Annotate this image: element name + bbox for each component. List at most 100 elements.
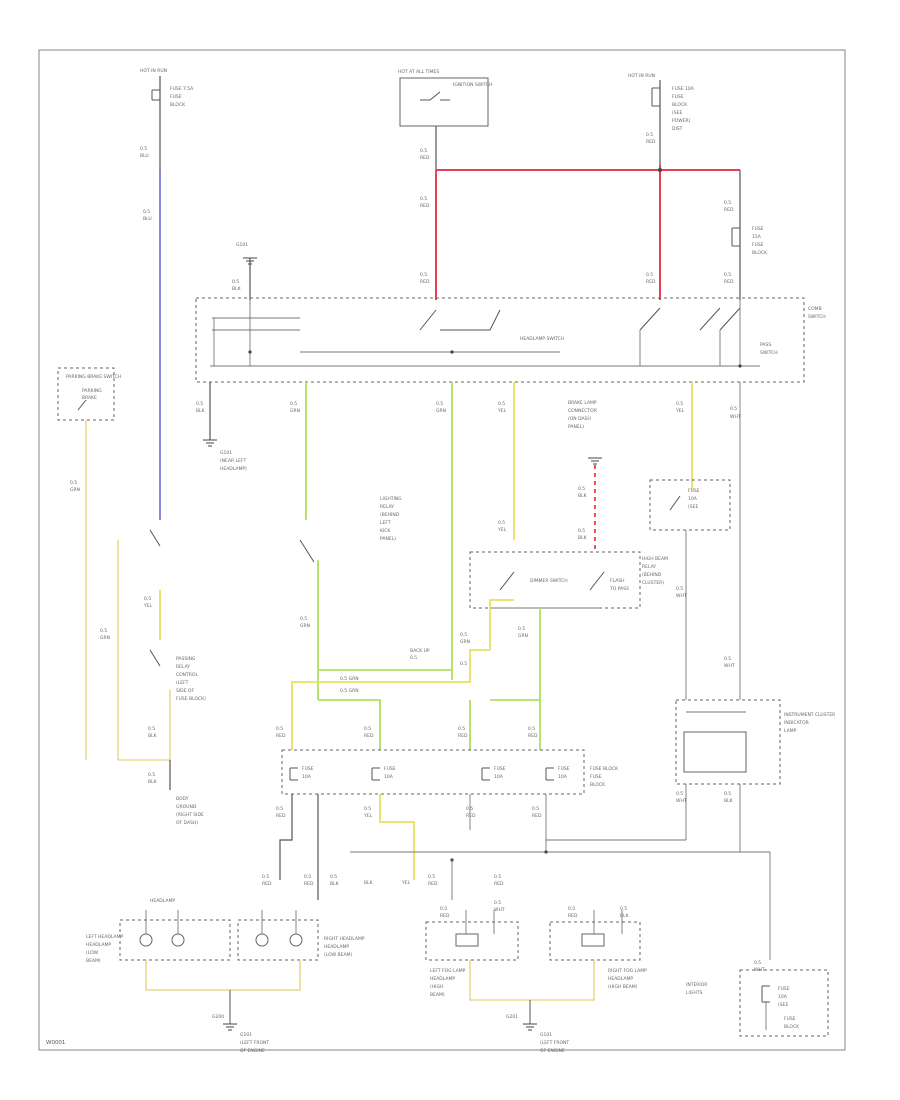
svg-text:LEFT: LEFT [380,520,391,526]
svg-text:WHT: WHT [494,907,505,913]
svg-text:G101: G101 [220,450,232,456]
instrument-cluster: INSTRUMENT CLUSTER INDICATOR LAMP 0.5 WH… [675,699,835,852]
svg-text:GRN: GRN [290,408,300,414]
svg-text:YEL: YEL [363,813,373,819]
svg-text:0.5: 0.5 [494,874,501,880]
svg-text:HIGH BEAM: HIGH BEAM [642,556,668,562]
svg-text:0.5: 0.5 [144,596,151,602]
svg-text:YEL: YEL [143,603,153,609]
svg-text:CLUSTER): CLUSTER) [642,580,664,586]
svg-text:PASSING: PASSING [176,656,196,662]
svg-text:0.5: 0.5 [620,906,627,912]
svg-text:FUSE: FUSE [590,774,602,780]
svg-text:0.5: 0.5 [143,209,150,215]
svg-text:0.5: 0.5 [724,272,731,278]
svg-text:0.5: 0.5 [528,726,535,732]
svg-text:BLK: BLK [578,535,588,541]
svg-text:0.5: 0.5 [420,272,427,278]
svg-text:BODY: BODY [176,796,189,802]
svg-text:YEL: YEL [675,408,685,414]
svg-text:BEAM): BEAM) [86,958,101,964]
svg-text:0.5: 0.5 [498,401,505,407]
svg-text:(SEE: (SEE [672,110,682,116]
drl-relay: FUSE 10A (SEE HIGH BEAM RELAY (BEHIND CL… [642,479,735,700]
svg-text:0.5: 0.5 [364,726,371,732]
svg-text:10A: 10A [688,496,698,502]
ground-g101: G101 0.5 BLK [232,242,257,300]
svg-text:RED: RED [724,207,734,213]
ground-g200-label: G200 [212,1014,224,1020]
svg-text:GROUND: GROUND [176,804,197,810]
parking-brake-switch: PARKING BRAKE SWITCH PARKING BRAKE 0.5 G… [57,367,121,760]
svg-text:0.5: 0.5 [232,279,239,285]
svg-text:G101: G101 [540,1032,552,1038]
junction-box-bottom-right: INTERIOR LIGHTS FUSE 10A (SEE FUSE BLOCK… [686,960,829,1037]
svg-text:YEL: YEL [401,880,411,886]
svg-text:0.5: 0.5 [100,628,107,634]
svg-text:WHT: WHT [676,798,687,804]
svg-text:0.5: 0.5 [410,655,417,661]
svg-text:0.5: 0.5 [568,906,575,912]
svg-text:YEL: YEL [497,408,507,414]
svg-text:(NEAR LEFT: (NEAR LEFT [220,458,246,464]
svg-text:0.5: 0.5 [676,791,683,797]
svg-text:BLK: BLK [232,286,242,292]
page-id: W0001 [46,1040,65,1046]
svg-text:PANEL): PANEL) [380,536,396,542]
svg-text:GRN: GRN [300,623,310,629]
svg-text:RED: RED [646,279,656,285]
svg-text:PARKING BRAKE SWITCH: PARKING BRAKE SWITCH [66,374,121,380]
svg-text:GRN: GRN [436,408,446,414]
instrument-cluster-label: INSTRUMENT CLUSTER [784,712,835,718]
svg-text:0.5: 0.5 [646,272,653,278]
svg-text:GRN: GRN [460,639,470,645]
svg-text:FUSE: FUSE [688,488,700,494]
svg-text:INDICATOR: INDICATOR [784,720,809,726]
svg-text:FUSE: FUSE [302,766,314,772]
top-right-feed: HOT IN RUN FUSE 10A FUSE BLOCK (SEE POWE… [628,73,695,168]
svg-text:RED: RED [262,881,272,887]
svg-text:0.5: 0.5 [518,626,525,632]
top-left-feed: HOT IN RUN FUSE 7.5A FUSE BLOCK 0.5 BLU [140,68,194,170]
svg-text:HOT IN RUN: HOT IN RUN [628,73,655,79]
svg-text:(HIGH: (HIGH [430,984,443,990]
svg-text:PARKING: PARKING [82,388,102,394]
svg-text:SIDE OF: SIDE OF [176,688,194,694]
svg-text:FUSE: FUSE [752,242,764,248]
svg-text:0.5: 0.5 [420,148,427,154]
svg-text:0.5: 0.5 [460,661,467,667]
svg-text:RED: RED [276,813,286,819]
svg-text:FUSE: FUSE [672,94,684,100]
headlamp-switch-box: HEADLAMP SWITCH PASS SWITCH COMB SWITCH [195,297,826,383]
svg-text:0.5: 0.5 [646,132,653,138]
svg-text:0.5: 0.5 [262,874,269,880]
svg-text:10A: 10A [778,994,788,1000]
svg-text:FUSE: FUSE [752,226,764,232]
svg-text:POWER): POWER) [672,118,691,124]
svg-text:FUSE: FUSE [784,1016,796,1022]
svg-text:(LEFT: (LEFT [176,680,189,686]
svg-text:RELAY: RELAY [176,664,190,670]
svg-text:LIGHTING: LIGHTING [380,496,402,502]
svg-text:0.5: 0.5 [458,726,465,732]
svg-text:BLK: BLK [148,779,158,785]
svg-text:RED: RED [420,155,430,161]
fuse-block: FUSE 10A FUSE 10A FUSE 10A FUSE 10A FUSE… [276,726,619,795]
svg-text:BLK: BLK [620,913,630,919]
dimmer-switch-label: DIMMER SWITCH [530,578,568,584]
headlamp-right-label: RIGHT HEADLAMP [324,936,365,942]
svg-text:BLU: BLU [143,216,152,222]
svg-text:(LOW BEAM): (LOW BEAM) [324,952,352,958]
headlamp-switch-label: HEADLAMP SWITCH [520,336,564,342]
svg-text:15A: 15A [752,234,762,240]
svg-text:RED: RED [428,881,438,887]
fuse-left-label: FUSE 7.5A [170,86,194,92]
svg-text:RED: RED [532,813,542,819]
svg-text:RED: RED [646,139,656,145]
svg-text:0.5: 0.5 [364,806,371,812]
svg-text:0.5: 0.5 [676,401,683,407]
svg-text:(LOW: (LOW [86,950,99,956]
svg-text:FUSE: FUSE [384,766,396,772]
svg-text:RED: RED [466,813,476,819]
